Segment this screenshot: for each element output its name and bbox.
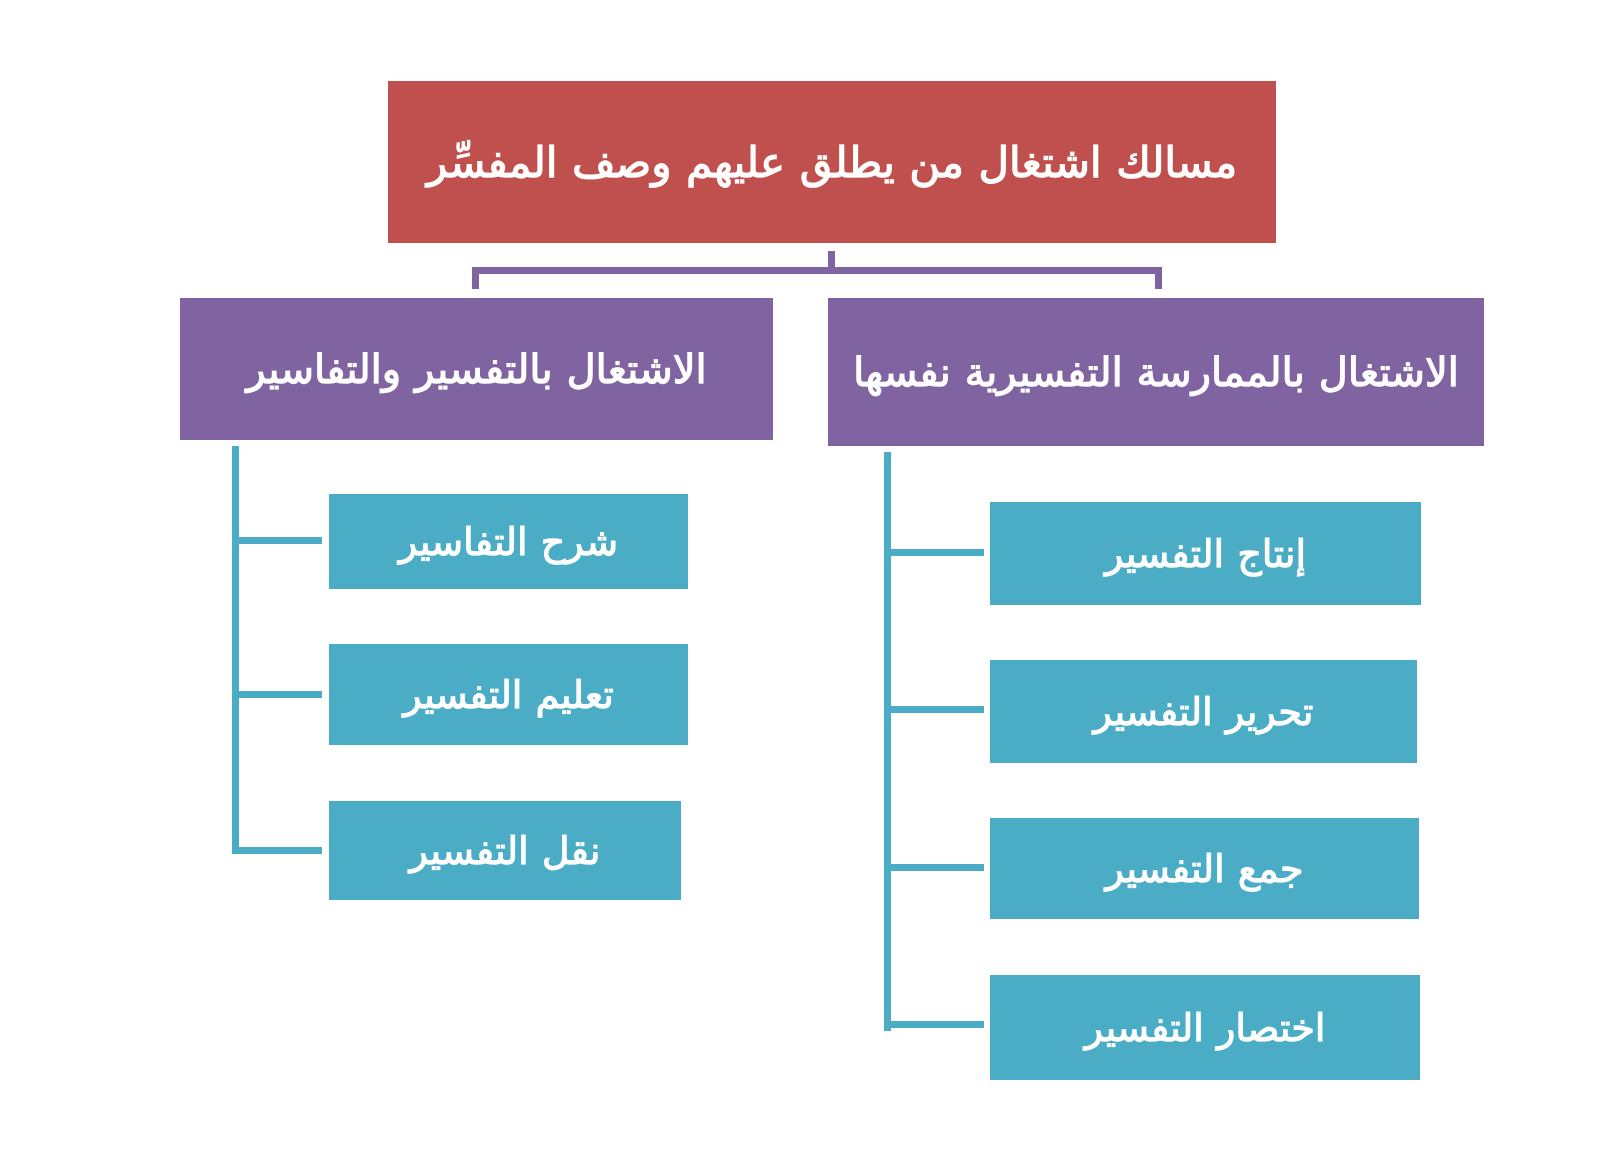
right-branch-connector-1: [884, 549, 984, 556]
leaf-node: اختصار التفسير: [990, 975, 1420, 1080]
leaf-label: اختصار التفسير: [1084, 1005, 1326, 1050]
leaf-node: تعليم التفسير: [329, 644, 688, 745]
category-label: الاشتغال بالممارسة التفسيرية نفسها: [853, 348, 1459, 396]
leaf-label: شرح التفاسير: [398, 519, 619, 564]
leaf-label: تحرير التفسير: [1093, 689, 1314, 734]
root-node: مسالك اشتغال من يطلق عليهم وصف المفسِّر: [388, 81, 1276, 243]
left-branch-spine: [232, 446, 239, 854]
right-branch-connector-3: [884, 864, 984, 871]
leaf-label: جمع التفسير: [1105, 846, 1304, 891]
leaf-node: إنتاج التفسير: [990, 502, 1421, 605]
leaf-label: تعليم التفسير: [403, 672, 614, 717]
right-branch-connector-2: [884, 706, 984, 713]
leaf-label: إنتاج التفسير: [1104, 531, 1307, 576]
leaf-node: نقل التفسير: [329, 801, 681, 900]
category-label: الاشتغال بالتفسير والتفاسير: [246, 345, 707, 393]
root-connector-right-drop: [1155, 267, 1162, 289]
leaf-node: جمع التفسير: [990, 818, 1419, 919]
left-branch-connector-3: [232, 847, 322, 854]
right-branch-connector-4: [884, 1021, 984, 1028]
leaf-node: تحرير التفسير: [990, 660, 1417, 763]
left-branch-connector-1: [232, 537, 322, 544]
category-node-interpretation-works: الاشتغال بالتفسير والتفاسير: [180, 298, 773, 440]
category-node-practice: الاشتغال بالممارسة التفسيرية نفسها: [828, 298, 1484, 446]
leaf-label: نقل التفسير: [409, 828, 601, 873]
root-label: مسالك اشتغال من يطلق عليهم وصف المفسِّر: [426, 137, 1238, 187]
leaf-node: شرح التفاسير: [329, 494, 688, 589]
root-connector-stem: [828, 251, 835, 269]
root-connector-bar: [472, 267, 1162, 274]
root-connector-left-drop: [472, 267, 479, 289]
left-branch-connector-2: [232, 691, 322, 698]
right-branch-spine: [884, 452, 891, 1031]
